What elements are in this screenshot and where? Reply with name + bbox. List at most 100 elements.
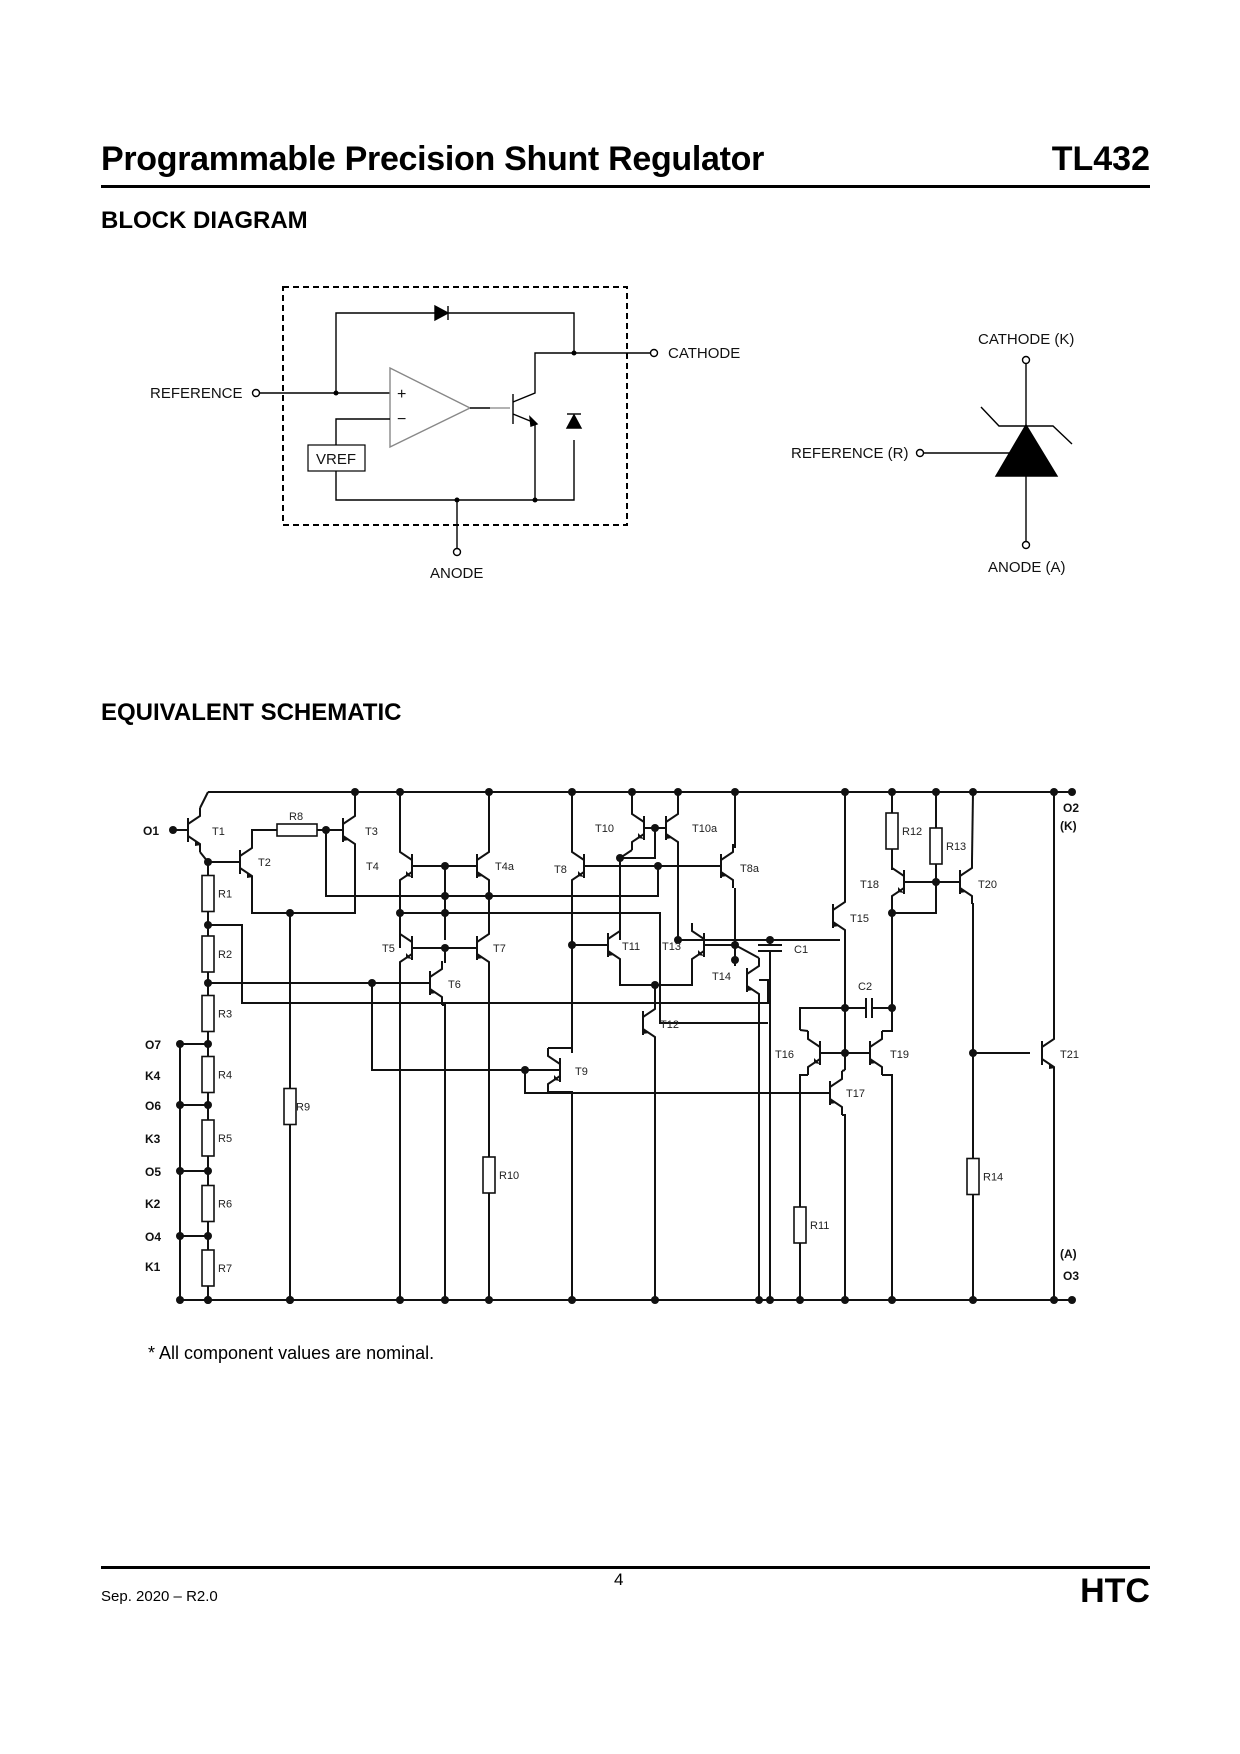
collector-lead [399,844,413,861]
wire [972,903,974,1053]
capacitor-label-c1: C1 [794,944,808,956]
wire [799,1007,845,1030]
symbol-cathode-label: CATHODE (K) [978,331,1074,348]
transistor-label-t17: T17 [846,1088,865,1100]
resistor-label-r5: R5 [218,1133,232,1145]
collector-lead [691,923,705,940]
collector-lead [1041,1031,1055,1048]
resistor-r5 [201,1119,215,1157]
emitter-arrow-icon [406,953,412,959]
emitter-arrow-icon [698,950,704,956]
transistor-label-t5: T5 [382,943,395,955]
resistor-label-r1: R1 [218,889,232,901]
junction-dot [1068,788,1076,796]
part-number: TL432 [1051,140,1150,178]
wire [251,829,268,840]
junction-dot [396,1296,404,1304]
device-boundary [282,286,628,526]
resistor-r6 [201,1184,215,1223]
wire [524,1070,830,1094]
resistor-r4 [201,1055,215,1094]
wire [734,944,760,959]
pin-k3-label: K3 [145,1132,161,1146]
collector-lead [342,808,356,825]
block-diagram [251,286,659,557]
resistor-label-r2: R2 [218,949,232,961]
transistor-label-t10: T10 [595,823,614,835]
emitter-arrow-icon [898,887,904,893]
emitter-lead [187,835,201,852]
symbol-reference-label: REFERENCE (R) [791,445,909,462]
pin-o4-label: O4 [145,1230,161,1244]
resistor-label-r13: R13 [946,841,966,853]
emitter-arrow-icon [638,833,644,839]
pin-o7-label: O7 [145,1038,161,1052]
emitter-arrow-icon [666,833,672,839]
emitter-arrow-icon [833,921,839,927]
wire [251,884,290,914]
emitter-arrow-icon [608,950,614,956]
wire [326,866,659,897]
junction-dot [1050,788,1058,796]
emitter-arrow-icon [343,835,349,841]
symbol-anode-terminal [1021,540,1031,550]
resistor-label-r9: R9 [296,1102,310,1114]
wire [799,1029,809,1032]
emitter-arrow-icon [430,988,436,994]
pin-k4-label: K4 [145,1069,161,1083]
emitter-arrow-icon [195,840,201,846]
pin-o1-label: O1 [143,824,159,838]
pin-o2-label: O2 [1063,801,1079,815]
collector-lead [476,926,490,943]
junction-dot [441,909,449,917]
collector-lead [631,806,645,823]
junction-dot [176,1296,184,1304]
transistor-label-t9: T9 [575,1066,588,1078]
collector-lead [807,1031,821,1048]
resistor-r7 [201,1249,215,1287]
resistor-r11 [793,1206,807,1244]
resistor-r2 [201,935,215,973]
equivalent-schematic [169,788,1076,1304]
junction-dot [441,1296,449,1304]
shunt-diode-icon [565,413,583,429]
pin-a-label: (A) [1060,1247,1077,1261]
transistor-label-t4a: T4a [495,861,515,873]
resistor-label-r8: R8 [289,811,303,823]
opamp-icon [389,366,472,449]
collector-lead [959,860,973,877]
wire [892,882,937,914]
collector-lead [665,806,679,823]
junction-dot [766,1296,774,1304]
pin-o6-label: O6 [145,1099,161,1113]
emitter-arrow-icon [578,871,584,877]
pin-k2-label: K2 [145,1197,161,1211]
emitter-lead [239,867,253,884]
wire [619,849,633,940]
resistor-r3 [201,994,215,1033]
transistor-label-t4: T4 [366,861,379,873]
transistor-label-t15: T15 [850,913,869,925]
wire [799,1074,808,1300]
collector-lead [832,894,846,911]
pin-k-label: (K) [1060,819,1077,833]
collector-lead [642,1001,656,1018]
component-note: * All component values are nominal. [148,1343,435,1363]
collector-lead [571,844,585,861]
transistor-label-t8: T8 [554,864,567,876]
emitter-arrow-icon [830,1098,836,1104]
emitter-arrow-icon [406,871,412,877]
reference-label: REFERENCE [150,385,243,402]
tl432-symbol [915,355,1073,550]
resistor-r1 [201,874,215,913]
header-rule [101,185,1150,188]
collector-lead [829,1071,843,1088]
wire [289,852,356,930]
document-title: Programmable Precision Shunt Regulator [101,140,765,178]
emitter-lead [1041,1058,1055,1075]
resistor-label-r11: R11 [810,1220,829,1232]
collector-lead [399,926,413,943]
transistor-label-t16: T16 [775,1049,794,1061]
emitter-arrow-icon [721,871,727,877]
